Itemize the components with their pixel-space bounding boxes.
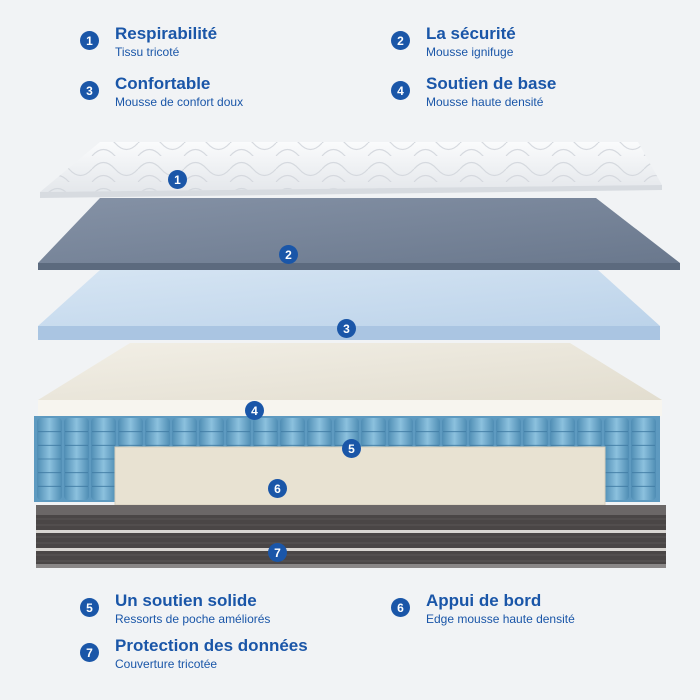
feature-number-badge: 4 bbox=[391, 81, 410, 100]
layer-badge-2: 2 bbox=[279, 245, 298, 264]
feature-comfort: 3 Confortable Mousse de confort doux bbox=[80, 74, 243, 110]
feature-cover-protection: 7 Protection des données Couverture tric… bbox=[80, 636, 308, 672]
feature-number-badge: 2 bbox=[391, 31, 410, 50]
feature-base-support: 4 Soutien de base Mousse haute densité bbox=[391, 74, 556, 110]
feature-subtitle: Edge mousse haute densité bbox=[426, 612, 575, 626]
feature-title: Respirabilité bbox=[115, 24, 218, 43]
feature-subtitle: Couverture tricotée bbox=[115, 657, 218, 671]
layer-badge-1: 1 bbox=[168, 170, 187, 189]
feature-number-badge: 5 bbox=[80, 598, 99, 617]
feature-solid-support: 5 Un soutien solide Ressorts de poche am… bbox=[80, 591, 270, 627]
feature-edge-support: 6 Appui de bord Edge mousse haute densit… bbox=[391, 591, 575, 627]
feature-subtitle: Mousse haute densité bbox=[426, 95, 544, 109]
layer-badge-5: 5 bbox=[342, 439, 361, 458]
feature-subtitle: Mousse ignifuge bbox=[426, 45, 514, 59]
feature-title: Protection des données bbox=[115, 636, 308, 655]
feature-title: Appui de bord bbox=[426, 591, 542, 610]
layer-knit-fabric bbox=[40, 142, 662, 198]
feature-number-badge: 6 bbox=[391, 598, 410, 617]
layer-cover bbox=[36, 505, 666, 568]
feature-title: La sécurité bbox=[426, 24, 516, 43]
layer-edge-foam bbox=[114, 446, 606, 506]
feature-title: Soutien de base bbox=[426, 74, 557, 93]
feature-title: Confortable bbox=[115, 74, 211, 93]
feature-title: Un soutien solide bbox=[115, 591, 257, 610]
feature-subtitle: Mousse de confort doux bbox=[115, 95, 244, 109]
feature-subtitle: Tissu tricoté bbox=[115, 45, 180, 59]
layer-badge-7: 7 bbox=[268, 543, 287, 562]
feature-number-badge: 1 bbox=[80, 31, 99, 50]
feature-number-badge: 7 bbox=[80, 643, 99, 662]
layer-badge-3: 3 bbox=[337, 319, 356, 338]
feature-safety: 2 La sécurité Mousse ignifuge bbox=[391, 24, 516, 60]
layer-base-foam bbox=[38, 343, 662, 416]
feature-subtitle: Ressorts de poche améliorés bbox=[115, 612, 271, 626]
feature-breathability: 1 Respirabilité Tissu tricoté bbox=[80, 24, 217, 60]
layer-fire-foam bbox=[38, 198, 680, 270]
layer-badge-6: 6 bbox=[268, 479, 287, 498]
feature-number-badge: 3 bbox=[80, 81, 99, 100]
layer-badge-4: 4 bbox=[245, 401, 264, 420]
